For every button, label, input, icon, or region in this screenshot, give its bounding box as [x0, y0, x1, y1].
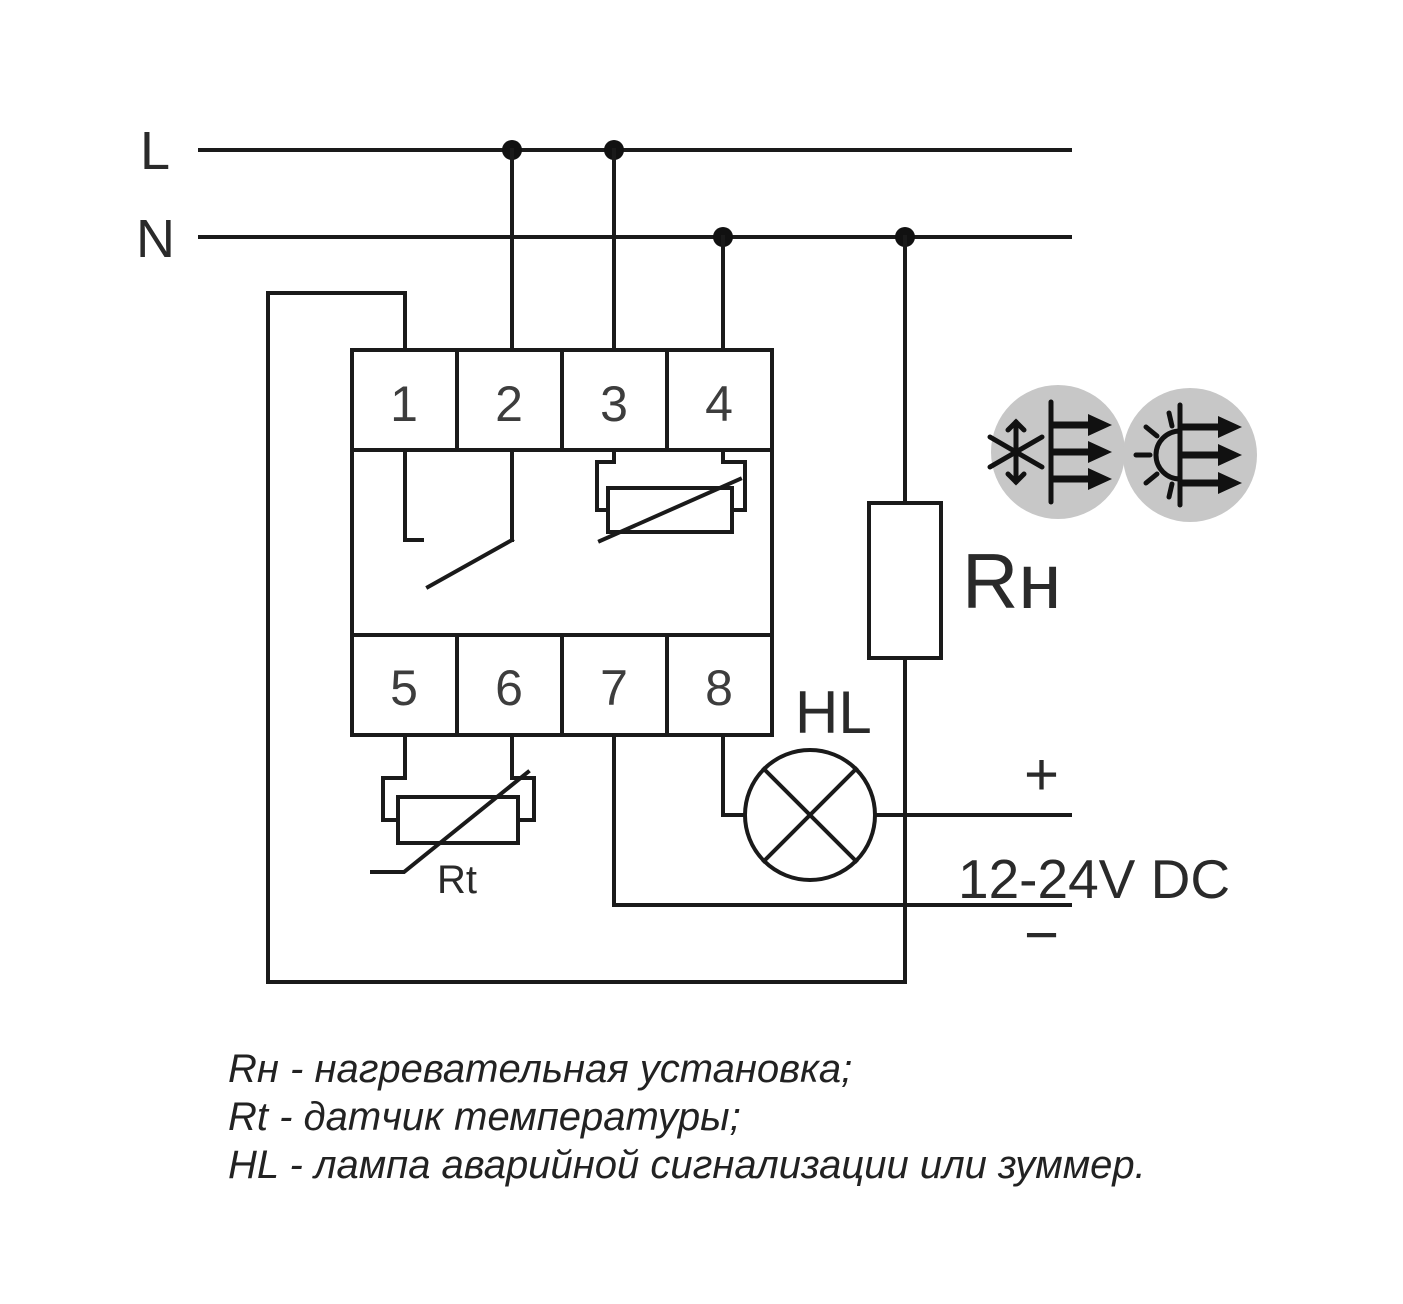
line-L-label: L — [140, 121, 170, 181]
coil-lead-left — [595, 448, 616, 512]
voltage-label: 12-24V DC — [958, 848, 1230, 910]
heater-label: Rн — [962, 537, 1061, 625]
sensor-label: Rt — [437, 858, 477, 902]
terminal-5-label: 5 — [390, 660, 418, 716]
lamp-HL: HL — [743, 679, 877, 882]
heater-body — [867, 501, 943, 660]
heat-arrows — [1053, 414, 1112, 490]
dc-supply-labels: + 12-24V DC − — [958, 741, 1230, 968]
relay-contact-symbol — [403, 448, 515, 590]
terminal-8-label: 8 — [705, 660, 733, 716]
snowflake-glyph — [987, 418, 1045, 486]
wire-terminal8-to-lamp — [721, 733, 747, 817]
wire-terminal1-loop-to-Rh — [266, 291, 907, 984]
wire-terminal7-minus — [612, 733, 1072, 907]
wire-terminal5-to-Rt — [381, 733, 407, 822]
terminal-4-label: 4 — [705, 376, 733, 432]
legend-line-rh: Rн - нагревательная установка; — [228, 1047, 852, 1091]
terminal-1-label: 1 — [390, 376, 418, 432]
mode-icons — [987, 385, 1257, 522]
sun-heating-icon — [1123, 388, 1257, 522]
minus-label: − — [1024, 901, 1059, 968]
lamp-cross — [761, 766, 859, 864]
terminal-6-label: 6 — [495, 660, 523, 716]
thermistor-diagonal — [370, 769, 531, 874]
sun-glyph — [1133, 410, 1183, 500]
contact-blade — [425, 537, 515, 590]
heat-arrows — [1182, 416, 1242, 494]
terminal-7-label: 7 — [600, 660, 628, 716]
coil-diagonal — [597, 476, 743, 544]
plus-label: + — [1024, 741, 1059, 808]
heater-Rh: Rн — [867, 501, 1061, 660]
wires — [266, 148, 1072, 984]
legend-line-hl: HL - лампа аварийной сигнализации или зу… — [228, 1143, 1146, 1187]
terminal-3-label: 3 — [600, 376, 628, 432]
legend-line-rt: Rt - датчик температуры; — [228, 1095, 741, 1139]
terminal-2-label: 2 — [495, 376, 523, 432]
wire-terminal6-to-Rt — [510, 733, 536, 822]
contact-fixed-post — [403, 448, 424, 542]
sensor-Rt: Rt — [370, 769, 531, 902]
frost-heating-icon — [987, 385, 1125, 519]
coil-symbol — [595, 448, 747, 544]
coil-lead-right — [721, 448, 747, 512]
lamp-label: HL — [795, 679, 872, 746]
sensor-body — [396, 795, 520, 845]
line-N-label: N — [136, 209, 175, 269]
device-module: 1 2 3 4 5 6 7 8 — [350, 348, 774, 737]
legend: Rн - нагревательная установка; Rt - датч… — [228, 1047, 1146, 1187]
